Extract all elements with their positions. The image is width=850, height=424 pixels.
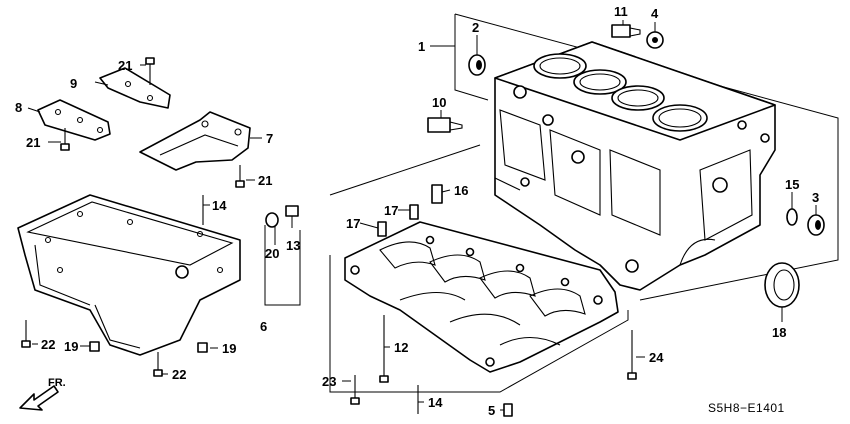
bolt-21-right — [235, 165, 245, 188]
callout-21-top: 21 — [118, 58, 132, 73]
callout-21-left: 21 — [26, 135, 40, 150]
callout-24: 24 — [649, 350, 664, 365]
washer-15 — [786, 208, 798, 226]
callout-1: 1 — [418, 39, 425, 54]
plug-3 — [807, 214, 825, 236]
bolt-21-top — [145, 57, 155, 85]
bolt-21-left — [60, 128, 70, 151]
bolt-24 — [627, 330, 637, 380]
callout-21-right: 21 — [258, 173, 272, 188]
callout-2: 2 — [472, 20, 479, 35]
baffle-plate-8 — [37, 99, 111, 141]
baffle-plate-7 — [139, 111, 251, 171]
bolt-22-right — [153, 352, 163, 377]
callout-17-a: 17 — [346, 216, 360, 231]
callout-22-left: 22 — [41, 337, 55, 352]
callout-9: 9 — [70, 76, 77, 91]
dowel-16 — [431, 184, 443, 204]
plug-19-right — [197, 342, 208, 353]
front-arrow-icon — [19, 385, 59, 411]
lower-block-group-outline — [329, 144, 629, 393]
dowel-17-a — [377, 221, 387, 237]
callout-20: 20 — [265, 246, 279, 261]
callout-10: 10 — [432, 95, 446, 110]
callout-3: 3 — [812, 190, 819, 205]
plug-19-left — [89, 341, 100, 352]
callout-8: 8 — [15, 100, 22, 115]
plug-4 — [646, 31, 664, 49]
callout-18: 18 — [772, 325, 786, 340]
callout-17-b: 17 — [384, 203, 398, 218]
callout-22-right: 22 — [172, 367, 186, 382]
callout-13: 13 — [286, 238, 300, 253]
callout-14-a: 14 — [212, 198, 227, 213]
callout-16: 16 — [454, 183, 468, 198]
diagram-code: S5H8−E1401 — [708, 401, 785, 415]
sensor-11 — [611, 24, 641, 38]
plug-2 — [468, 54, 486, 76]
front-direction-indicator: FR. — [19, 377, 66, 411]
callout-11: 11 — [614, 4, 628, 19]
dowel-17-b — [409, 204, 419, 220]
oil-seal-18 — [764, 262, 800, 308]
bolt-13 — [285, 205, 299, 217]
callout-labels: 1 2 11 4 10 16 17 17 13 20 6 14 14 7 9 8… — [15, 4, 819, 418]
callout-7: 7 — [266, 131, 273, 146]
callout-23: 23 — [322, 374, 336, 389]
leader-lines — [27, 20, 817, 411]
bolt-23 — [350, 375, 360, 405]
cylinder-block — [494, 41, 776, 291]
bolt-5 — [503, 403, 513, 417]
oil-pan — [17, 194, 241, 356]
bolt-22-left — [21, 320, 31, 348]
washer-20 — [265, 212, 279, 228]
oil-pan-group-outline — [264, 225, 301, 306]
callout-15: 15 — [785, 177, 799, 192]
callout-19-right: 19 — [222, 341, 236, 356]
bolt-12 — [379, 315, 389, 383]
callout-14-b: 14 — [428, 395, 443, 410]
callout-5: 5 — [488, 403, 495, 418]
callout-19-left: 19 — [64, 339, 78, 354]
callout-12: 12 — [394, 340, 408, 355]
callout-4: 4 — [651, 6, 659, 21]
baffle-plate-9 — [99, 67, 171, 109]
front-label: FR. — [48, 377, 66, 389]
callout-6: 6 — [260, 319, 267, 334]
switch-10 — [427, 117, 463, 133]
lower-block — [344, 221, 619, 373]
